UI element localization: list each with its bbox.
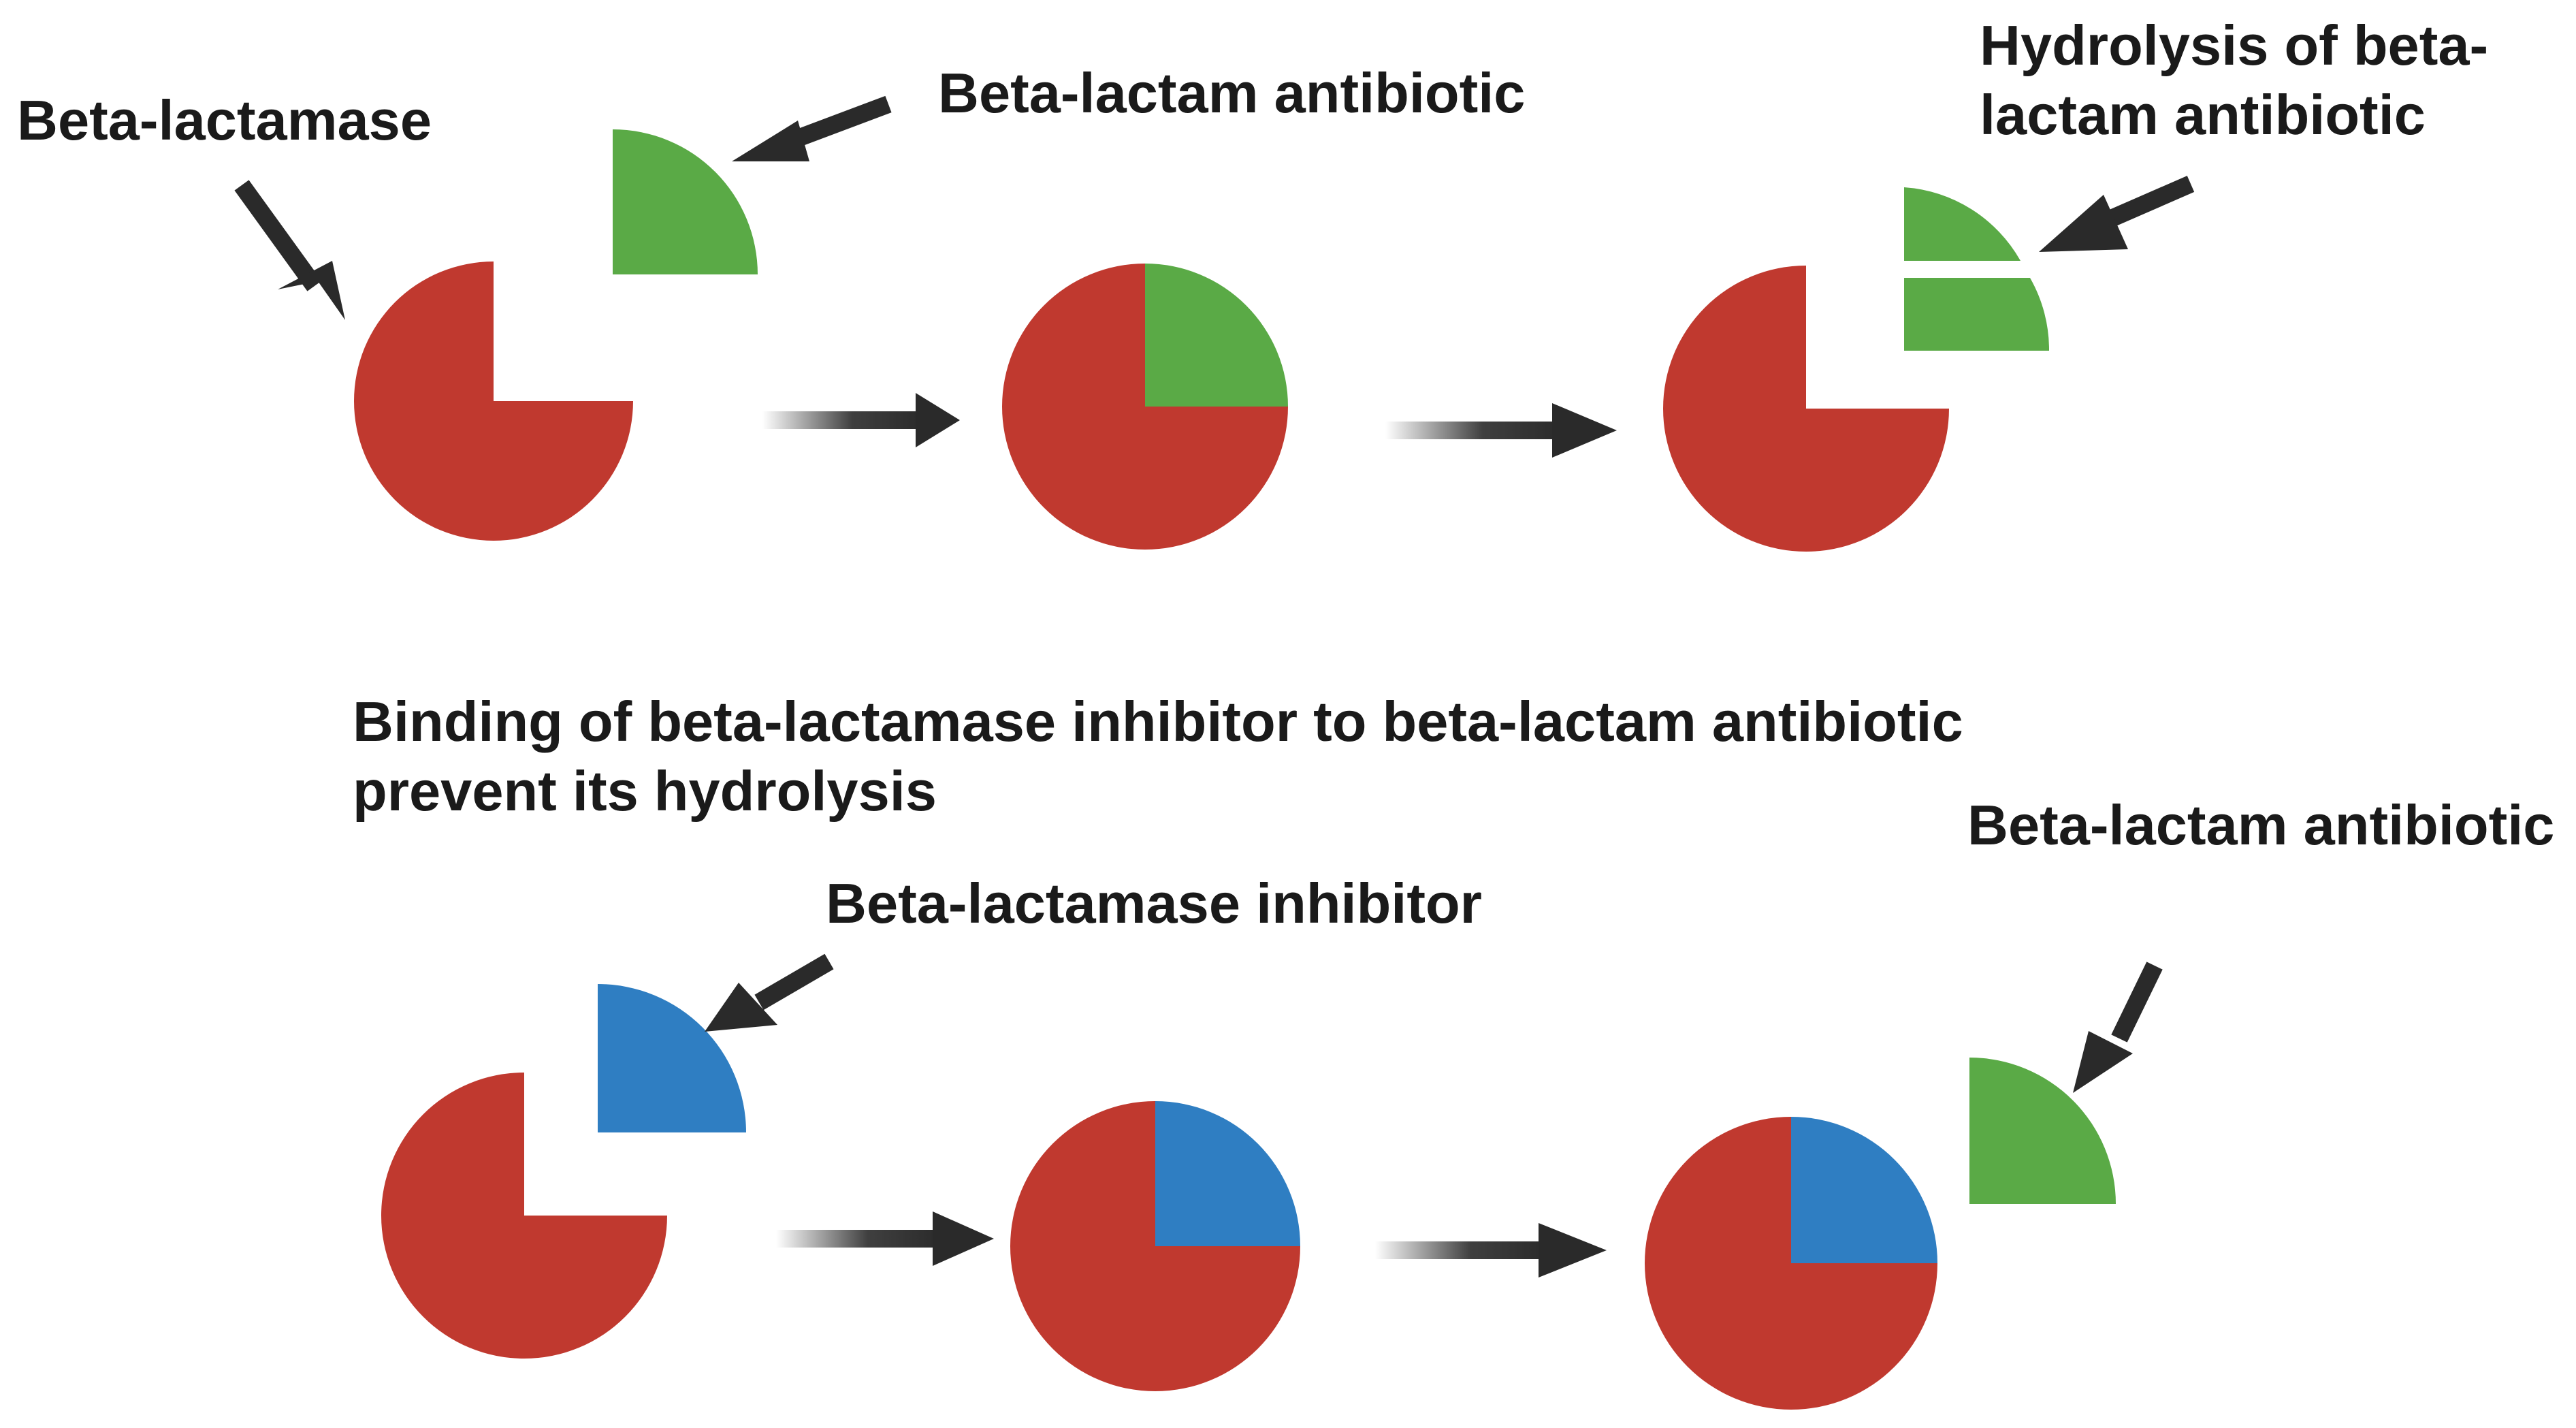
label-hydrolysis-line1: Hydrolysis of beta- (1980, 14, 2488, 77)
beta-lactamase-enzyme-3 (1663, 266, 1949, 552)
process-arrow-bottom-2 (1375, 1223, 1607, 1278)
pointer-arrow-enzyme (234, 180, 345, 320)
hydrolyzed-antibiotic-bottom (1904, 278, 2050, 351)
pointer-arrow-antibiotic-bottom (2073, 962, 2163, 1093)
beta-lactam-antibiotic-free-1 (613, 129, 758, 274)
beta-lactam-antibiotic-intact (1969, 1058, 2116, 1204)
label-beta-lactamase-inhibitor: Beta-lactamase inhibitor (826, 872, 1482, 935)
process-arrow-top-2 (1385, 403, 1617, 458)
beta-lactamase-inhibitor-free (598, 984, 746, 1132)
label-beta-lactam-antibiotic-bottom: Beta-lactam antibiotic (1967, 793, 2554, 857)
label-beta-lactam-antibiotic-top: Beta-lactam antibiotic (938, 61, 1525, 125)
bottom-title-line2: prevent its hydrolysis (353, 759, 937, 823)
hydrolyzed-antibiotic-top (1904, 187, 2020, 261)
process-arrow-bottom-1 (776, 1211, 994, 1266)
beta-lactamase-enzyme-1 (354, 261, 633, 541)
pointer-arrow-hydrolysis (2039, 176, 2195, 252)
beta-lactamase-inhibitor-bound-2 (1791, 1117, 1937, 1263)
bottom-title-line1: Binding of beta-lactamase inhibitor to b… (353, 690, 1963, 753)
label-beta-lactamase: Beta-lactamase (17, 89, 432, 152)
process-arrow-top-1 (762, 393, 960, 447)
label-hydrolysis-line2: lactam antibiotic (1980, 83, 2426, 146)
pointer-arrow-antibiotic (732, 95, 892, 161)
beta-lactamase-inhibitor-bound-1 (1155, 1101, 1300, 1246)
pointer-arrow-inhibitor (705, 953, 834, 1032)
beta-lactamase-enzyme-4 (381, 1073, 667, 1359)
beta-lactam-antibiotic-bound (1145, 264, 1288, 407)
